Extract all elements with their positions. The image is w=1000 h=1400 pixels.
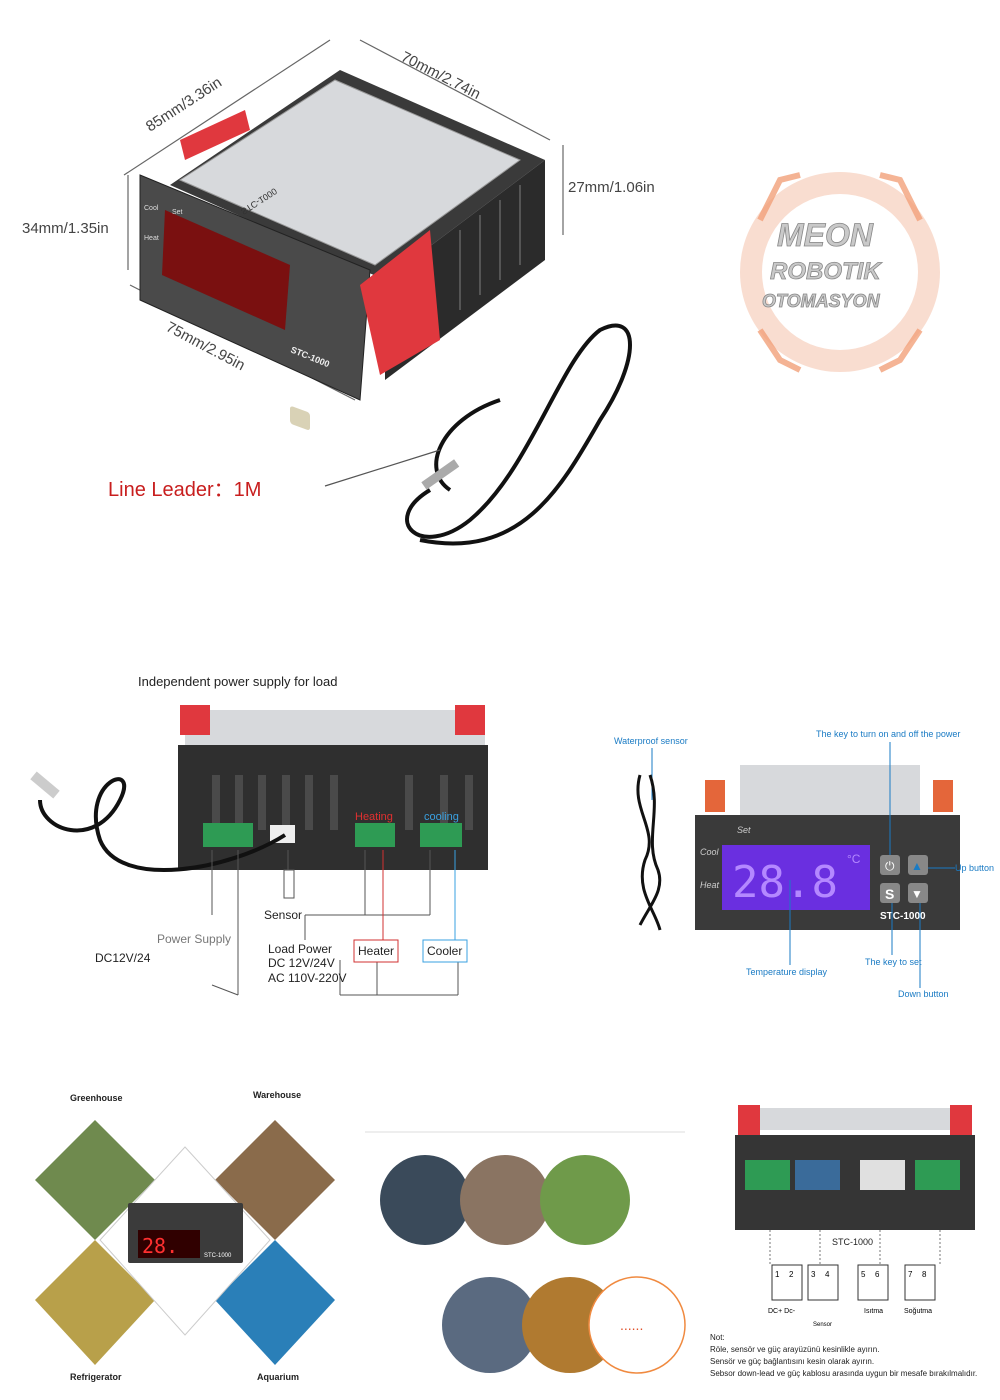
watermark-line1: MEON [777, 217, 874, 253]
waterproof-callout: Waterproof sensor [614, 736, 688, 746]
terminal-dc-label: DC+ Dc- [768, 1308, 796, 1315]
cooler-box-label: Cooler [427, 944, 462, 958]
down-button-callout: Down button [898, 989, 949, 999]
terminal-section: STC-1000 1 2 3 4 5 6 7 8 DC+ Dc- Sensor … [700, 1100, 1000, 1400]
terminal-num-2: 2 [789, 1270, 794, 1279]
terminal-num-7: 7 [908, 1270, 913, 1279]
dc-supply-label: DC12V/24 [95, 951, 151, 965]
power-key-callout: The key to turn on and off the power [816, 729, 960, 739]
aquarium-caption: Aquarium [257, 1372, 299, 1382]
terminal-num-4: 4 [825, 1270, 830, 1279]
wiring-diagram: Independent power supply for load Heatin… [30, 674, 488, 996]
set-key-label: S [885, 886, 894, 902]
fish-image [380, 1155, 470, 1245]
power-button[interactable] [880, 855, 900, 875]
note-line-1: Röle, sensör ve güç arayüzünü kesinlikle… [710, 1345, 880, 1354]
terminal-notes: Not: Röle, sensör ve güç arayüzünü kesin… [710, 1332, 995, 1380]
center-model-label: STC-1000 [204, 1253, 232, 1259]
terminal-diagram: STC-1000 1 2 3 4 5 6 7 8 DC+ Dc- Sensor … [735, 1105, 975, 1328]
front-heat-label: Heat [144, 235, 159, 242]
terminal-sogutma-label: Soğutma [904, 1308, 932, 1315]
set-key-callout: The key to set [865, 957, 922, 967]
heater-box-label: Heater [358, 944, 394, 958]
circles-section: ...... [365, 1130, 686, 1380]
body-height-dimension: 27mm/1.06in [568, 179, 655, 196]
power-icon: ⏻ [885, 859, 895, 873]
device-dimension-drawing: 85mm/3.36in 70mm/2.74in 34mm/1.35in 27mm… [22, 39, 655, 546]
display-heat-label: Heat [700, 880, 720, 890]
temperature-unit: °C [847, 852, 861, 866]
watermark-line3: OTOMASYON [762, 291, 881, 311]
terminal-num-3: 3 [811, 1270, 816, 1279]
reptile-image [522, 1277, 618, 1373]
circles-collage: ...... [365, 1131, 686, 1374]
wiring-section: Independent power supply for load Heatin… [0, 660, 600, 1020]
terminal-num-8: 8 [922, 1270, 927, 1279]
farm-image [540, 1155, 630, 1245]
up-arrow-icon: ▲ [911, 859, 923, 873]
load-dc-label: DC 12V/24V [268, 956, 335, 970]
meon-watermark: MEON ROBOTIK OTOMASYON [740, 172, 940, 373]
down-arrow-icon: ▼ [911, 887, 923, 901]
cooling-label: cooling [424, 811, 459, 823]
callout-model-label: STC-1000 [880, 911, 926, 922]
set-button[interactable] [880, 883, 900, 903]
front-set-label: Set [172, 209, 183, 216]
restaurant-image [460, 1155, 550, 1245]
terminal-num-5: 5 [861, 1270, 866, 1279]
greenhouse-caption: Greenhouse [70, 1093, 123, 1103]
down-button[interactable] [908, 883, 928, 903]
sensor-label: Sensor [264, 908, 302, 922]
terminal-sensor-label: Sensor [813, 1322, 832, 1328]
warehouse-caption: Warehouse [253, 1090, 301, 1100]
load-ac-label: AC 110V-220V [268, 971, 347, 985]
callout-diagram: Waterproof sensor 28.8 °C Set Cool Heat … [614, 729, 994, 999]
note-line-2: Sensör ve güç bağlantısını kesin olarak … [710, 1357, 875, 1366]
up-button[interactable] [908, 855, 928, 875]
temperature-callout: Temperature display [746, 967, 828, 977]
up-button-callout: Up button [955, 863, 994, 873]
refrigerator-caption: Refrigerator [70, 1372, 122, 1382]
note-title: Not: [710, 1333, 725, 1342]
greenhouse-image [35, 1120, 155, 1240]
robot-arm-icon [757, 172, 923, 373]
refrigerator-image [35, 1240, 155, 1365]
terminal-num-6: 6 [875, 1270, 880, 1279]
display-cool-label: Cool [700, 847, 720, 857]
heating-label: Heating [355, 811, 393, 823]
applications-collage: Greenhouse Warehouse Refrigerator Aquari… [35, 1090, 335, 1382]
front-cool-label: Cool [144, 205, 159, 212]
aquarium-image [215, 1240, 335, 1365]
center-display-value: 28. [142, 1234, 178, 1258]
dimension-section: 85mm/3.36in 70mm/2.74in 34mm/1.35in 27mm… [0, 0, 1000, 560]
note-line-3: Sebsor down-lead ve güç kablosu arasında… [710, 1369, 978, 1378]
front-height-dimension: 34mm/1.35in [22, 220, 109, 237]
temperature-digits: 28.8 [732, 857, 838, 908]
power-supply-label: Power Supply [157, 932, 231, 946]
warehouse-image [215, 1120, 335, 1240]
terminal-isitma-label: Isıtma [864, 1308, 883, 1315]
line-leader-label: Line Leader：1M [108, 479, 261, 501]
wiring-title: Independent power supply for load [138, 674, 337, 689]
warehouse-circle-image [442, 1277, 538, 1373]
callout-section: Waterproof sensor 28.8 °C Set Cool Heat … [600, 720, 1000, 1020]
applications-section: Greenhouse Warehouse Refrigerator Aquari… [0, 1085, 360, 1400]
display-set-label: Set [737, 825, 751, 835]
watermark-line2: ROBOTIK [770, 258, 882, 285]
terminal-model-label: STC-1000 [832, 1237, 873, 1247]
more-applications-dots: ...... [620, 1317, 643, 1333]
load-power-label: Load Power [268, 942, 332, 956]
terminal-num-1: 1 [775, 1270, 780, 1279]
